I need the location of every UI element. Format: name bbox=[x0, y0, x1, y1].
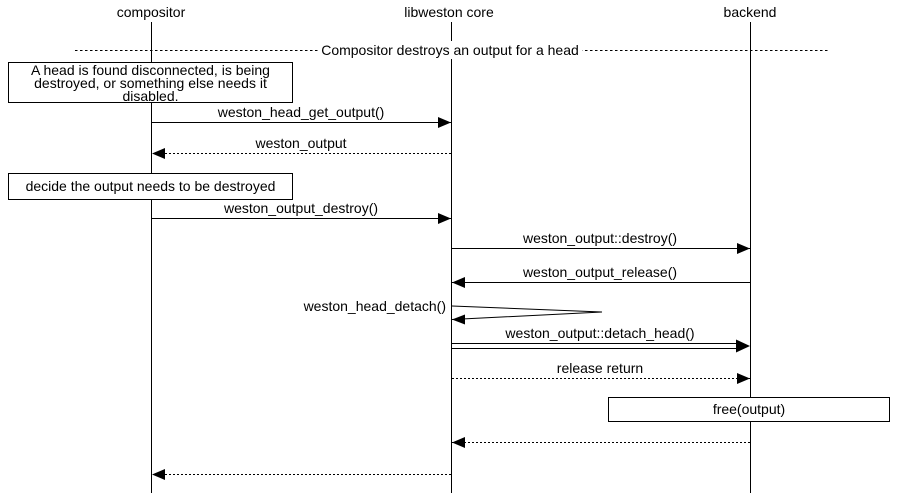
arrowhead-weston-output-detach-head bbox=[736, 339, 750, 353]
participant-label-backend: backend bbox=[723, 4, 777, 20]
note-line: A head is found disconnected, is being bbox=[31, 62, 270, 78]
arrow-weston-head-detach-self-loop bbox=[451, 305, 603, 320]
participant-label-libweston-core: libweston core bbox=[404, 4, 494, 20]
divider-label: Compositor destroys an output for a head bbox=[318, 41, 582, 59]
message-label-weston-output-return: weston_output bbox=[255, 135, 347, 151]
message-label-weston-head-detach: weston_head_detach() bbox=[303, 298, 446, 314]
note-head-disconnected: A head is found disconnected, is being d… bbox=[8, 62, 293, 103]
message-label-release-return: release return bbox=[556, 360, 644, 376]
message-label-weston-output-destroy: weston_output_destroy() bbox=[223, 200, 379, 216]
note-line: disabled. bbox=[122, 88, 179, 104]
message-label-weston-output-destroy-vfunc: weston_output::destroy() bbox=[522, 230, 678, 246]
participant-label-compositor: compositor bbox=[116, 4, 186, 20]
message-label-weston-output-release: weston_output_release() bbox=[522, 264, 678, 280]
note-line: destroyed, or something else needs it bbox=[34, 75, 267, 91]
note-decide-destroy: decide the output needs to be destroyed bbox=[8, 173, 293, 200]
message-label-weston-output-detach-head: weston_output::detach_head() bbox=[505, 325, 695, 341]
message-label-weston-head-get-output: weston_head_get_output() bbox=[217, 104, 385, 120]
arrowhead-weston-head-detach bbox=[452, 314, 465, 325]
note-free-output: free(output) bbox=[608, 397, 890, 422]
